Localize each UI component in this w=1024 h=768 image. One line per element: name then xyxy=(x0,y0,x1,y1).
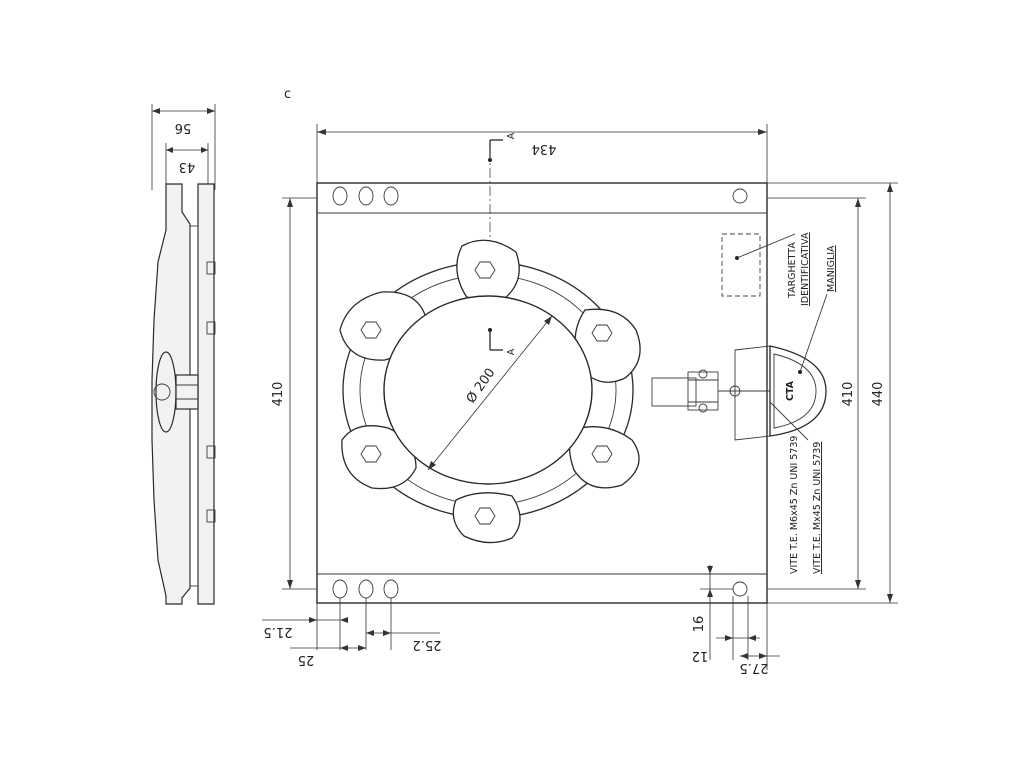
section-label-center: A xyxy=(506,348,517,355)
top-dimension: 434 xyxy=(316,124,768,190)
dim-side-inner-width: 43 xyxy=(179,159,196,174)
hex-bolt-icon xyxy=(474,261,496,279)
right-dimensions: 410 440 xyxy=(767,182,898,604)
label-screw-1: VITE T.E. M6x45 Zn UNI 5739 xyxy=(789,436,800,574)
dim-slot-offset-1: 21.5 xyxy=(264,624,293,639)
handle-grip[interactable] xyxy=(769,345,827,437)
central-hole xyxy=(383,295,593,485)
dim-right-hole-horizontal-2: 27.5 xyxy=(740,660,769,675)
nameplate-outline xyxy=(721,233,761,297)
lobe-right-bottom xyxy=(568,426,640,489)
left-dimension: 410 xyxy=(271,197,317,590)
dim-right-hole-horizontal-1: 12 xyxy=(692,648,709,663)
logo-text: CTA xyxy=(785,380,796,401)
handle-mechanism: CTA xyxy=(651,345,827,441)
dim-slot-offset-2: 25 xyxy=(298,652,315,667)
section-label-top: A xyxy=(506,132,517,139)
label-nameplate-line2: IDENTIFICATIVA xyxy=(800,232,811,306)
hex-bolt-icon xyxy=(360,445,382,463)
dim-slot-offset-3: 25.2 xyxy=(413,637,442,652)
lobe-bottom xyxy=(452,492,521,544)
label-screw-2: VITE T.E. Mx45 Zn UNI 5739 xyxy=(812,442,823,574)
section-marker-top: A xyxy=(488,132,517,162)
section-marker-center: A xyxy=(488,328,517,355)
bottom-right-dimensions: 16 12 27.5 xyxy=(692,565,780,675)
hex-bolt-icon xyxy=(591,445,613,463)
hex-bolt-icon xyxy=(474,507,496,525)
label-nameplate-line1: TARGHETTA xyxy=(787,242,798,299)
dim-plate-height-left: 410 xyxy=(271,382,286,407)
dim-right-hole-vertical: 16 xyxy=(692,616,707,633)
side-view: 56 43 xyxy=(151,104,216,605)
corner-mark: c xyxy=(284,87,291,102)
dim-plate-height-right: 410 xyxy=(841,382,856,407)
dim-total-height: 440 xyxy=(871,382,886,407)
hex-bolt-icon xyxy=(591,324,613,342)
dim-top-width: 434 xyxy=(532,141,557,156)
rotating-ring xyxy=(339,239,641,544)
dim-side-total-width: 56 xyxy=(175,120,192,135)
bottom-left-dimensions: 21.5 25 25.2 xyxy=(262,598,441,667)
hex-bolt-icon xyxy=(360,321,382,339)
label-handle: MANIGLIA xyxy=(826,245,837,292)
